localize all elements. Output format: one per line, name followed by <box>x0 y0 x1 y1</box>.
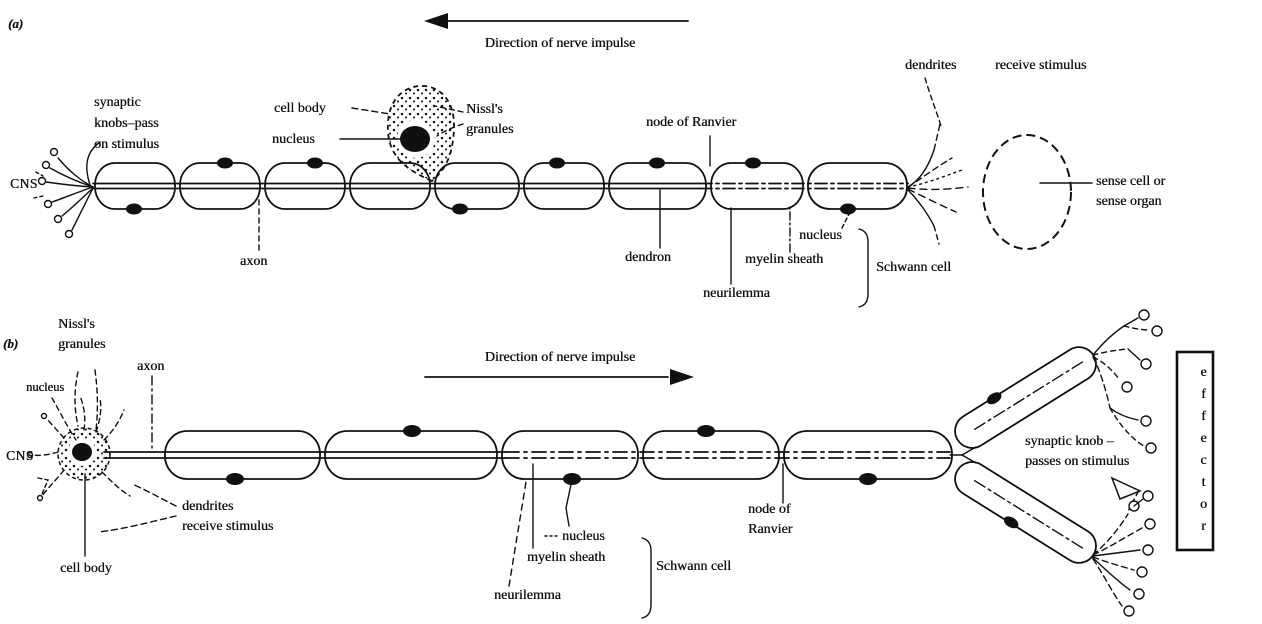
synaptic-knobs-bottom-b <box>1092 476 1156 617</box>
cell-body-a <box>387 85 455 183</box>
effector-label: effector <box>1196 365 1211 541</box>
nucleus-a <box>400 126 430 152</box>
sensory-neuron-drawing <box>33 13 1093 308</box>
direction-arrow-a <box>424 13 689 29</box>
nucleus-b <box>72 443 92 461</box>
dendrites-a <box>907 123 969 245</box>
schwann-bracket-a <box>858 228 869 308</box>
effector-box <box>1175 350 1215 552</box>
axon-myelin-chain-b <box>103 425 953 485</box>
schwann-nuclei-a <box>126 157 856 215</box>
schwann-nuclei-b <box>226 425 877 485</box>
axon-fork-b <box>949 346 1097 564</box>
synaptic-knobs-top-b <box>1092 309 1163 454</box>
direction-arrow-b <box>424 369 694 385</box>
schwann-bracket-b <box>641 537 652 619</box>
leader-lines-a <box>258 77 942 308</box>
axon-myelin-chain-a <box>92 157 909 215</box>
sense-organ-a <box>982 134 1093 250</box>
synaptic-knobs-a <box>33 141 101 239</box>
motor-neuron-drawing <box>26 309 1215 619</box>
leader-lines-b <box>51 369 784 619</box>
cell-body-b <box>26 395 131 502</box>
